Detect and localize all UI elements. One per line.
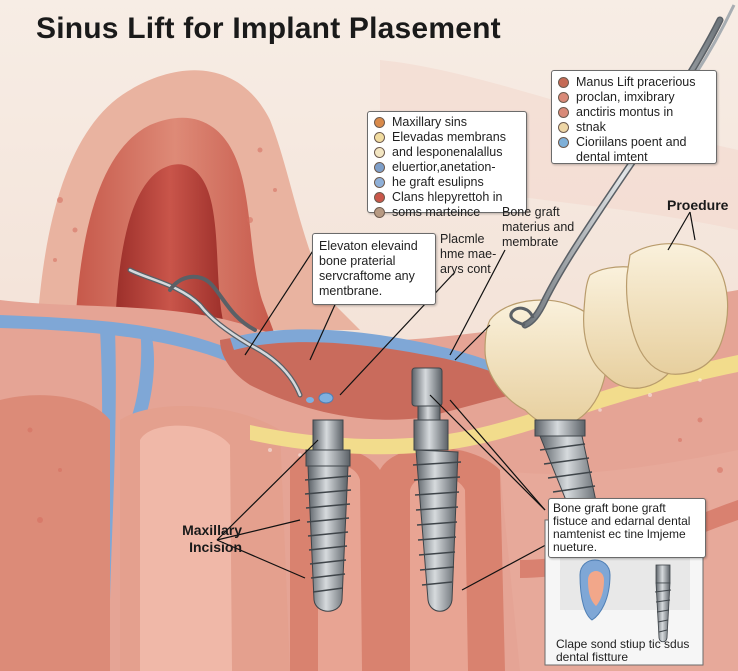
legend-right-item-label: anctiris montus in (576, 105, 674, 119)
legend-right-item: Cioriilans poent and (558, 135, 710, 150)
diagram-title: Sinus Lift for Implant Plasement (36, 12, 501, 45)
legend-left-swatch-icon (374, 117, 385, 128)
legend-left-item-label: he graft esulipns (392, 175, 484, 189)
legend-left-swatch-icon (374, 162, 385, 173)
callout-clape: Clape sond stiup tic sdus dental fisttur… (556, 637, 690, 664)
legend-left-item: eluertior,anetation- (374, 160, 520, 175)
legend-left-swatch-icon (374, 132, 385, 143)
legend-right-item-label: Cioriilans poent and (576, 135, 687, 149)
legend-right-swatch-icon (558, 77, 569, 88)
legend-right-swatch-icon (558, 92, 569, 103)
legend-right-item: anctiris montus in (558, 105, 710, 120)
legend-right-swatch-icon (558, 107, 569, 118)
legend-right-item-label: proclan, imxibrary (576, 90, 675, 104)
legend-left-item: soms marteince (374, 205, 520, 220)
legend-right-swatch-icon (558, 122, 569, 133)
legend-left-item: he graft esulipns (374, 175, 520, 190)
legend-right-item-label: dental imtent (576, 150, 648, 164)
callout-elevation: Elevaton elevaind bone praterial servcra… (312, 233, 436, 305)
legend-left-item: Maxillary sins (374, 115, 520, 130)
legend-left-swatch-icon (374, 177, 385, 188)
legend-left-swatch-icon (374, 192, 385, 203)
legend-left-item: and lesponenalallus (374, 145, 520, 160)
legend-left-item-label: Clans hlepyrettoh in (392, 190, 503, 204)
callout-bone-graft-fixture: Bone graft bone graft fistuce and edarna… (548, 498, 706, 558)
legend-right-item: proclan, imxibrary (558, 90, 710, 105)
callout-proedure: Proedure (667, 197, 729, 213)
legend-left-item-label: eluertior,anetation- (392, 160, 496, 174)
legend-right-item-label: Manus Lift pracerious (576, 75, 696, 89)
legend-left-item-label: Elevadas membrans (392, 130, 506, 144)
legend-left-item-label: Maxillary sins (392, 115, 468, 129)
legend-right-item: stnak (558, 120, 710, 135)
legend-left-swatch-icon (374, 207, 385, 218)
callout-maxillary-incision: Maxillary Incision (182, 522, 242, 555)
legend-left-item-label: soms marteince (392, 205, 481, 219)
callout-bone-graft-membrane: Bone graft materius and membrate (502, 205, 575, 249)
legend-right-item-label: stnak (576, 120, 606, 134)
callout-placmle: Placmle hme mae- arys cont (440, 232, 497, 276)
legend-right-item: Manus Lift pracerious (558, 75, 710, 90)
legend-right-item: dental imtent (558, 150, 710, 165)
implant-left (304, 419, 352, 612)
legend-left-item-label: and lesponenalallus (392, 145, 503, 159)
legend-left-swatch-icon (374, 147, 385, 158)
legend-right-swatch-icon (558, 137, 569, 148)
implant-middle (411, 367, 462, 612)
legend-left-item: Elevadas membrans (374, 130, 520, 145)
legend-left-item: Clans hlepyrettoh in (374, 190, 520, 205)
